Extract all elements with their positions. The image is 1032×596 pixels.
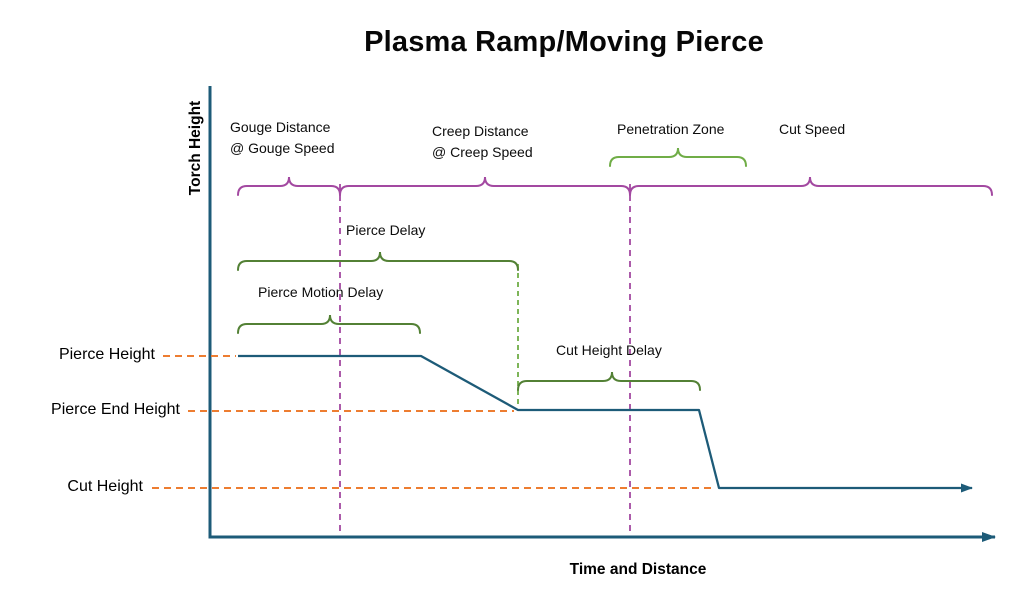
cut-speed-label: Cut Speed xyxy=(779,121,846,137)
gouge-distance-label-line2: @ Gouge Speed xyxy=(230,140,335,156)
pierce-height-label: Pierce Height xyxy=(58,346,155,363)
gouge-distance-brace xyxy=(237,176,341,196)
cut-speed-brace xyxy=(629,176,993,196)
cut-height-delay-brace xyxy=(517,371,701,391)
x-axis-label: Time and Distance xyxy=(569,561,707,578)
page-title: Plasma Ramp/Moving Pierce xyxy=(364,26,764,58)
y-axis-label: Torch Height xyxy=(187,100,204,196)
gouge-distance-label-line1: Gouge Distance xyxy=(230,119,331,135)
creep-distance-label-line2: @ Creep Speed xyxy=(432,144,533,160)
penetration-zone-label: Penetration Zone xyxy=(617,121,725,137)
cut-height-delay-label: Cut Height Delay xyxy=(556,342,662,358)
torch-height-curve xyxy=(238,354,973,493)
creep-distance-label-line1: Creep Distance xyxy=(432,123,529,139)
pierce-delay-brace xyxy=(237,251,519,271)
pierce-end-height-label: Pierce End Height xyxy=(51,401,180,418)
penetration-zone-brace xyxy=(609,147,747,167)
creep-distance-label: Creep Distance @ Creep Speed xyxy=(432,121,533,163)
gouge-distance-label: Gouge Distance @ Gouge Speed xyxy=(230,117,335,159)
creep-distance-brace xyxy=(339,176,631,196)
pierce-delay-label: Pierce Delay xyxy=(346,222,426,238)
cut-height-label: Cut Height xyxy=(67,478,143,495)
pierce-motion-delay-brace xyxy=(237,314,421,334)
pierce-motion-delay-label: Pierce Motion Delay xyxy=(258,284,384,300)
